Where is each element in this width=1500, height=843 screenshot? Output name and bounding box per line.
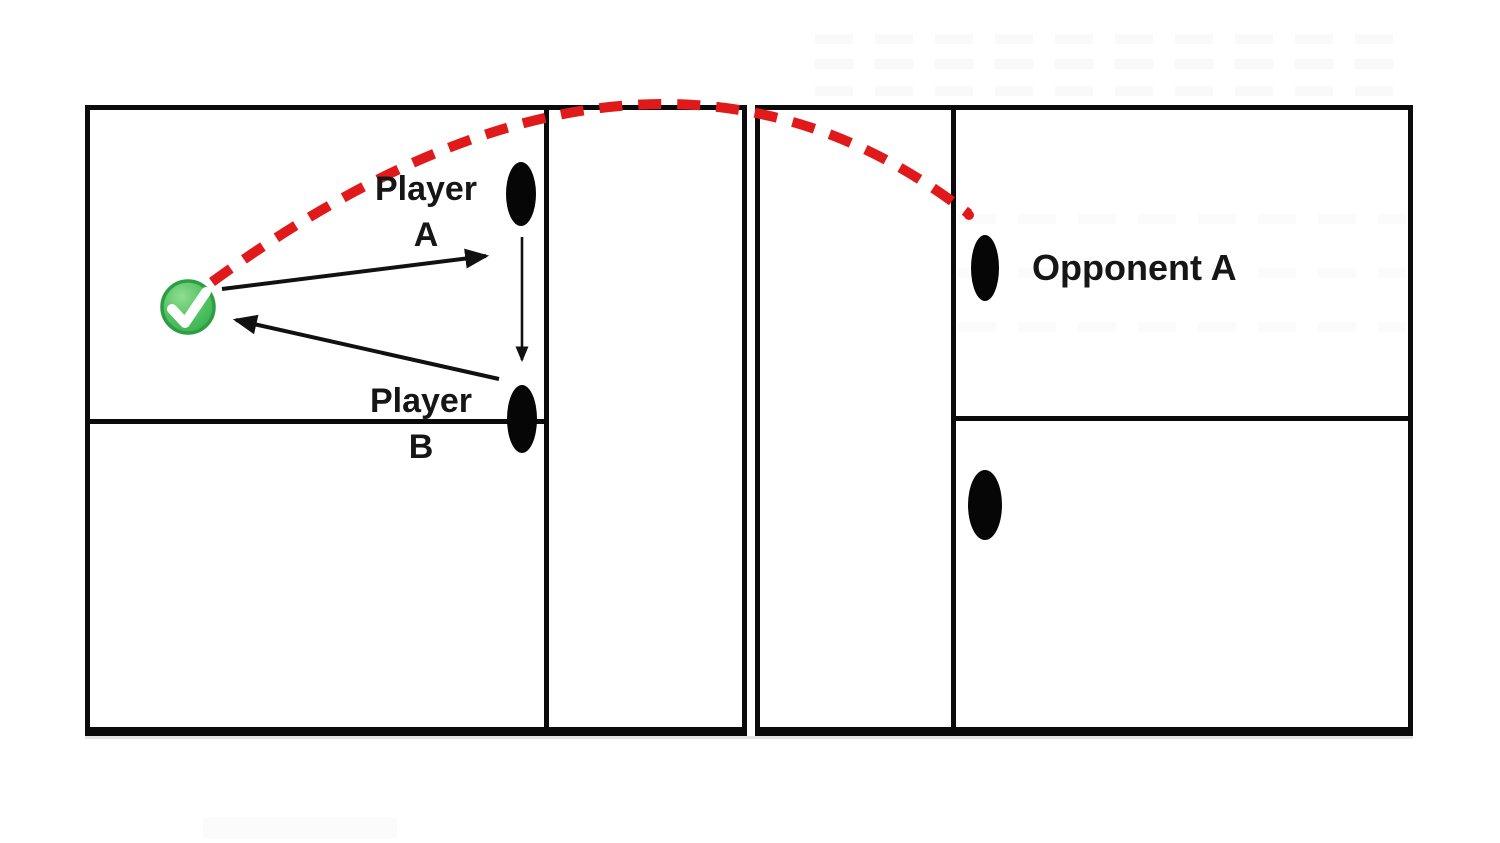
arrow-check-to-player-a	[221, 248, 490, 291]
watermark-row	[815, 59, 1405, 69]
check-icon	[160, 279, 216, 335]
player-a-label-line1: Player	[374, 170, 478, 208]
watermark-row	[958, 322, 1406, 332]
player-b-label-line1: Player	[369, 382, 473, 420]
opponent-a-label: Opponent A	[1032, 247, 1237, 288]
center-service-line-left	[87, 419, 545, 424]
opponent-a-marker	[971, 235, 999, 301]
trajectory-end-dot	[964, 210, 974, 220]
watermark-row	[815, 34, 1405, 44]
court-right-half	[755, 105, 1413, 736]
watermark-row	[958, 268, 1406, 278]
ball-trajectory-arc	[209, 98, 973, 287]
baseline-shadow	[85, 736, 1413, 739]
opponent-b-marker	[968, 470, 1002, 540]
arrow-player-b-to-check	[232, 314, 500, 381]
player-a-label: Player A	[346, 166, 506, 258]
player-a-label-line2: A	[413, 216, 439, 254]
player-a-marker	[506, 162, 536, 226]
player-b-label-line2: B	[408, 428, 434, 466]
watermark-row	[958, 214, 1406, 224]
kitchen-line-left	[544, 105, 549, 736]
center-service-line-right	[953, 416, 1409, 421]
player-b-label: Player B	[341, 378, 501, 470]
player-b-marker	[507, 385, 537, 453]
watermark-row	[815, 86, 1405, 96]
